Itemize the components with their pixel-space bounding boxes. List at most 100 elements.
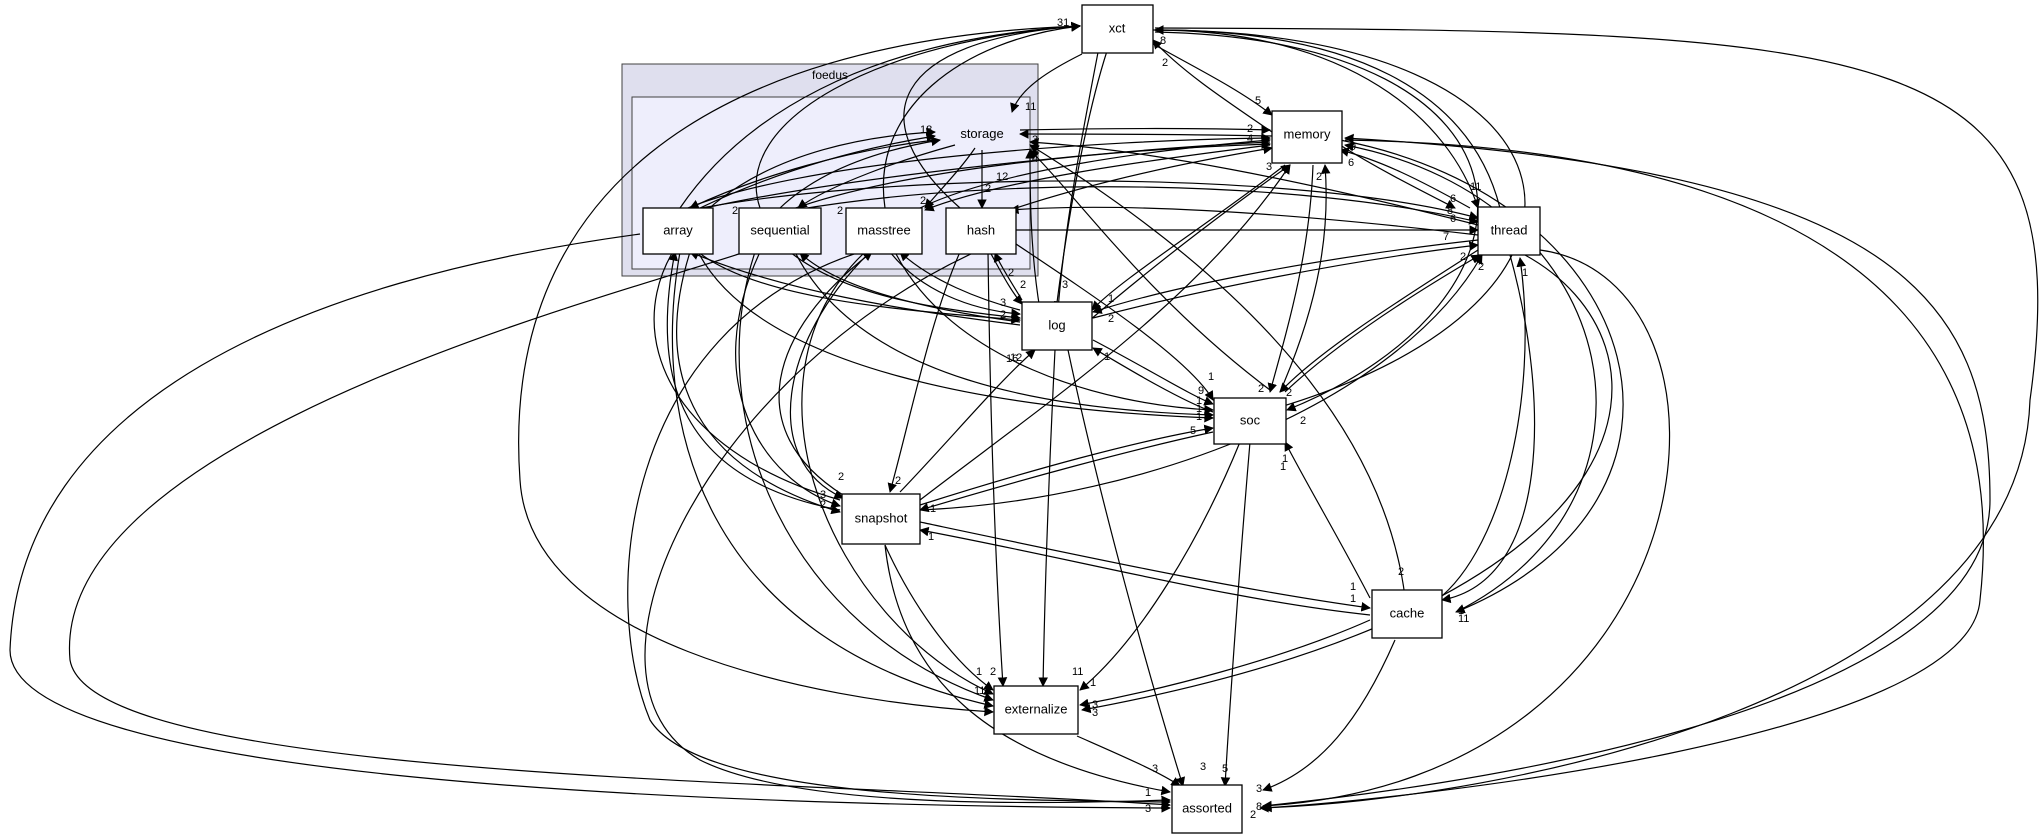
edge-array-soc — [697, 251, 1214, 423]
edge-label: 2 — [1032, 143, 1038, 155]
edge-soc-externalize — [1079, 441, 1241, 691]
edge-hash-log — [989, 251, 1023, 305]
edge-xct-soc — [1154, 31, 1479, 412]
node-assorted[interactable]: assorted — [1171, 784, 1243, 834]
edge-masstree-snapshot — [789, 251, 871, 499]
edge-array-snapshot — [676, 251, 841, 515]
node-masstree-label: masstree — [857, 222, 910, 237]
edge-snapshot-storage — [653, 127, 936, 501]
node-memory[interactable]: memory — [1271, 110, 1343, 164]
node-hash[interactable]: hash — [945, 207, 1017, 255]
edge-label: 2 — [1008, 267, 1014, 279]
edge-label: 1 — [1145, 787, 1151, 799]
edge-label: 5 — [1222, 763, 1228, 775]
edge-cache-snapshot — [919, 526, 1371, 616]
edge-hash-snapshot — [887, 251, 961, 493]
edge-thread-storage — [1029, 137, 1479, 226]
edge-log-memory — [1089, 164, 1291, 321]
edge-snapshot-array — [666, 251, 841, 511]
edge-label: 1 — [1108, 293, 1114, 305]
node-sequential[interactable]: sequential — [738, 207, 822, 255]
edge-label: 2 — [895, 475, 901, 487]
edge-cache-assorted — [1262, 639, 1396, 792]
node-externalize[interactable]: externalize — [993, 685, 1079, 735]
edge-log-array — [689, 250, 1021, 326]
edge-label: 8 — [1160, 35, 1166, 47]
edge-memory-cache — [1339, 139, 1624, 614]
edge-label: 1 — [1458, 605, 1464, 617]
node-soc[interactable]: soc — [1213, 397, 1287, 445]
edge-label: 9 — [1198, 385, 1204, 397]
edge-label: 1 — [1104, 351, 1110, 363]
edge-label: 2 — [732, 205, 738, 217]
edge-soc-snapshot — [919, 431, 1214, 513]
edge-sequential-externalize — [738, 251, 994, 702]
edge-label: 7 — [1443, 231, 1449, 243]
edge-xct-thread — [1152, 29, 1480, 209]
edge-label: 2 — [1162, 57, 1168, 69]
node-xct[interactable]: xct — [1081, 4, 1154, 54]
node-snapshot-label: snapshot — [855, 510, 908, 525]
node-soc-label: soc — [1240, 412, 1261, 427]
edge-sequential-snapshot — [735, 251, 841, 508]
node-assorted-label: assorted — [1182, 800, 1232, 815]
edge-label: 6 — [1348, 157, 1354, 169]
edge-label: 2 — [1398, 566, 1404, 578]
edge-label: 3 — [1032, 134, 1038, 146]
edge-soc-xct — [1154, 25, 1526, 411]
edge-label: 1 — [1090, 677, 1096, 689]
edge-log-externalize — [1038, 349, 1056, 687]
node-masstree[interactable]: masstree — [845, 207, 923, 255]
edge-storage-sequential — [797, 144, 956, 209]
edge-log-thread — [1092, 241, 1479, 319]
edge-label: 5 — [1190, 425, 1196, 437]
edge-sequential-thread — [794, 186, 1479, 225]
edge-thread-xct — [1154, 25, 1501, 209]
edge-soc-assorted — [1220, 441, 1251, 787]
edge-label: 3 — [1062, 279, 1068, 291]
edge-snapshot-masstree — [778, 251, 873, 496]
node-thread[interactable]: thread — [1477, 206, 1541, 256]
edge-label: 1 — [1522, 267, 1528, 279]
node-array[interactable]: array — [642, 207, 714, 255]
edge-label: 2 — [1250, 809, 1256, 821]
node-array-label: array — [663, 222, 693, 237]
edge-log-soc — [1092, 339, 1214, 406]
edge-label: 1 — [1280, 461, 1286, 473]
node-xct-label: xct — [1109, 20, 1126, 35]
edge-label: 1 — [976, 666, 982, 678]
edge-snapshot-thread — [919, 254, 1483, 511]
node-thread-label: thread — [1491, 222, 1528, 237]
edge-label: 6 — [1450, 193, 1456, 205]
edge-thread-log — [1092, 239, 1479, 314]
edge-label: 2 — [1460, 251, 1466, 263]
node-cache[interactable]: cache — [1371, 589, 1443, 639]
edge-label: 11 — [1072, 666, 1083, 678]
edge-xct-storage — [1010, 53, 1083, 113]
edge-label: 8 — [1447, 205, 1453, 217]
edge-log-storage — [1025, 149, 1041, 311]
node-snapshot[interactable]: snapshot — [841, 493, 921, 545]
edge-label: 12 — [1010, 352, 1022, 364]
edge-label: 1 — [1196, 403, 1202, 415]
edge-label: 1 — [1350, 581, 1356, 593]
edge-label: 2 — [985, 183, 991, 195]
edge-array-externalize — [671, 251, 994, 709]
edge-label: 2 — [920, 195, 926, 207]
node-log[interactable]: log — [1021, 301, 1093, 351]
edge-label: 1 — [1196, 411, 1202, 423]
edge-masstree-soc — [894, 251, 1214, 415]
edge-label: 3 — [1145, 803, 1151, 815]
edge-log-assorted — [1067, 349, 1186, 787]
edge-memory-masstree — [924, 144, 1271, 212]
edge-snapshot-externalize — [884, 544, 994, 691]
edge-label: 5 — [1255, 95, 1261, 107]
edge-log-sequential — [799, 252, 1021, 323]
edge-memory-soc — [1267, 164, 1314, 393]
edge-thread-hash — [1009, 204, 1479, 236]
edge-cache-soc — [1284, 441, 1371, 599]
edge-label: 31 — [1057, 17, 1069, 29]
edge-snapshot-memory — [919, 164, 1291, 501]
edge-array-assorted — [9, 233, 1171, 813]
edge-hash-externalize — [987, 251, 1008, 687]
